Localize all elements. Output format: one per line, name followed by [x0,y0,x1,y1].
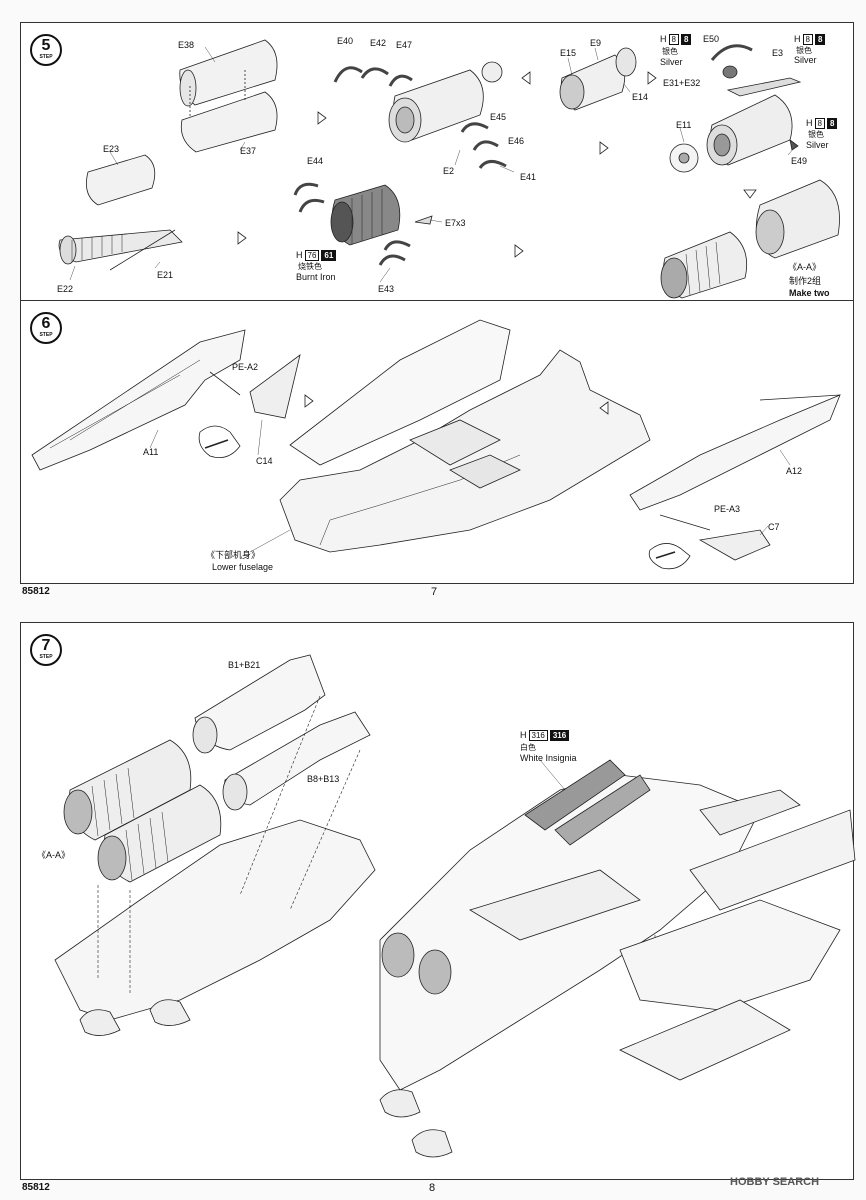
part-label: PE-A3 [714,504,741,514]
paint-letter: H [520,730,527,740]
part-label: B1+B21 [228,660,261,670]
paint-code-dark: 61 [321,250,337,261]
paint-letter: H [660,34,667,44]
part-label: E37 [240,146,257,156]
step7-drawing [54,654,856,1158]
part-label: E14 [632,92,649,102]
paint-name-cn: 银色 [796,46,812,55]
step5-badge: 5 STEP [30,34,62,66]
lower-fuselage-cn: 《下部机身》 [206,550,261,560]
part-label: E9 [590,38,602,48]
step5-6-drawing [31,39,841,570]
part-label: E38 [178,40,195,50]
paint-code-dark: 8 [680,34,692,45]
paint-code-dark: 8 [826,118,838,129]
step-word: STEP [39,654,53,660]
part-label: E41 [520,172,537,182]
paint-code-dark: 8 [814,34,826,45]
page-number: 7 [431,586,438,598]
paint-name-en: Burnt Iron [296,272,336,282]
part-label: E45 [490,112,507,122]
paint-name-cn: 烧铁色 [298,262,322,271]
subassembly-label: 《A-A》 [37,850,71,860]
part-label: E11 [676,120,692,130]
paint-name-en: Silver [806,140,829,150]
step-word: STEP [39,54,53,60]
part-label: E22 [57,284,74,294]
paint-letter: H [806,118,813,128]
part-label: E7x3 [445,218,466,228]
kit-number: 85812 [22,1182,50,1193]
paint-code-dark: 316 [549,730,570,741]
paint-name-cn: 银色 [662,47,678,56]
part-label: E40 [337,36,354,46]
part-label: PE-A2 [232,362,259,372]
paint-name-cn: 银色 [808,130,824,139]
part-label: E31+E32 [663,78,701,88]
paint-letter: H [794,34,801,44]
watermark: HOBBY SEARCH [730,1176,820,1188]
subassembly-label: 《A-A》 [788,262,822,272]
part-label: B8+B13 [307,774,340,784]
part-label: E21 [157,270,174,280]
step7-badge: 7 STEP [30,634,62,666]
step-number: 6 [41,315,51,332]
lower-fuselage-en: Lower fuselage [212,562,274,572]
paint-name-en: White Insignia [520,753,577,763]
part-label: E43 [378,284,395,294]
paint-name-cn: 白色 [520,743,536,752]
part-label: E50 [703,34,720,44]
part-label: A11 [143,447,159,457]
page-number: 8 [429,1182,436,1194]
paint-code: 316 [528,730,548,741]
step6-badge: 6 STEP [30,312,62,344]
step-word: STEP [39,332,53,338]
paint-code: 76 [304,250,320,261]
kit-number: 85812 [22,586,50,597]
paint-name-en: Silver [660,57,683,67]
part-label: E44 [307,156,324,166]
part-label: E49 [791,156,808,166]
part-label: C14 [256,456,273,466]
part-label: E47 [396,40,413,50]
paint-code: 8 [668,34,679,45]
instruction-page-7: 5 STEP E38 E37 E23 E21 E22 E40 E42 E47 E… [0,22,866,601]
paint-code: 8 [802,34,813,45]
part-label: E15 [560,48,577,58]
part-label: E2 [443,166,455,176]
paint-name-en: Silver [794,55,817,65]
make-count-cn: 制作2组 [789,276,822,286]
make-count-en: Make two [789,288,830,298]
part-label: A12 [786,466,803,476]
step-number: 5 [41,37,51,54]
part-label: E23 [103,144,120,154]
part-label: C7 [768,522,780,532]
part-label: E42 [370,38,387,48]
paint-letter: H [296,250,303,260]
part-label: E3 [772,48,784,58]
paint-code: 8 [814,118,825,129]
part-label: E46 [508,136,525,146]
step-number: 7 [41,637,51,654]
